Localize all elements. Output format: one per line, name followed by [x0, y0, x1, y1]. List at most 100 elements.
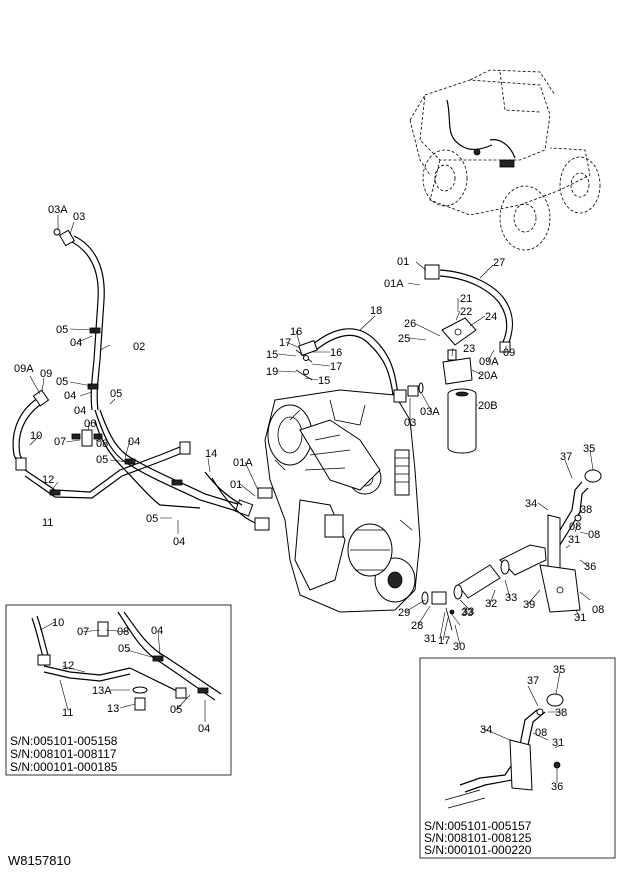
callout-20A: 20A: [478, 370, 498, 382]
hose-27: [424, 264, 514, 353]
loader-overview-illustration: [409, 69, 601, 251]
inset-right-serial-3: S/N:000101-000220: [424, 843, 532, 857]
callout-08: 08: [588, 529, 600, 541]
callout-09A: 09A: [14, 363, 34, 375]
callout-labels: 03A 03 05 04 02 09A 09 05 04 05 04 06 10…: [8, 204, 604, 868]
callout-05: 05: [56, 376, 68, 388]
callout-12: 12: [42, 474, 54, 486]
callout-11: 11: [42, 517, 53, 529]
inset-left-callout-13: 13: [107, 703, 119, 715]
callout-04: 04: [64, 390, 76, 402]
inset-left-callout-13A: 13A: [92, 685, 112, 697]
callout-27: 27: [493, 257, 505, 269]
callout-05: 05: [146, 513, 158, 525]
tube-11: [24, 441, 191, 499]
inset-left-serial-1: S/N:005101-005158: [10, 734, 118, 748]
inset-left-callout-10: 10: [52, 617, 64, 629]
callout-20B: 20B: [478, 400, 498, 412]
hose-32-33: [453, 544, 547, 600]
leader-lines: [29, 215, 594, 783]
callout-07: 07: [54, 436, 66, 448]
callout-31: 31: [574, 612, 586, 624]
callout-03: 03: [404, 417, 416, 429]
callout-05: 05: [110, 388, 122, 400]
callout-08: 08: [592, 604, 604, 616]
callout-36: 36: [584, 561, 596, 573]
callout-17: 17: [279, 337, 291, 349]
inset-right-serial-1: S/N:005101-005157: [424, 819, 532, 833]
callout-24: 24: [485, 311, 497, 323]
callout-39: 39: [523, 599, 535, 611]
callout-17: 17: [438, 635, 450, 647]
callout-25: 25: [398, 333, 410, 345]
inset-left-callout-12: 12: [62, 660, 74, 672]
callout-29: 29: [398, 607, 410, 619]
inset-left-callout-07: 07: [77, 626, 89, 638]
callout-04: 04: [173, 536, 185, 548]
inset-left-callout-05: 05: [170, 704, 182, 716]
callout-04: 04: [74, 405, 86, 417]
inset-right-callout-34: 34: [480, 724, 492, 736]
callout-10: 10: [30, 430, 42, 442]
inset-left-callout-05: 05: [118, 643, 130, 655]
callout-04: 04: [70, 337, 82, 349]
inset-right-callout-38: 38: [555, 707, 567, 719]
hose-02: [53, 228, 105, 411]
filter-head-20A: [442, 349, 473, 385]
clamp-06-07-08: [71, 429, 103, 447]
callout-01: 01: [397, 256, 409, 268]
inset-right-callout-36: 36: [551, 781, 563, 793]
callout-31: 31: [568, 534, 580, 546]
callout-01: 01: [230, 479, 242, 491]
transmission-assembly: [264, 389, 421, 613]
inset-left-callout-08: 08: [117, 626, 129, 638]
callout-03A-top: 03A: [48, 204, 68, 216]
callout-15: 15: [318, 375, 330, 387]
filter-element-20B: [447, 388, 477, 454]
filter-head-24: [441, 317, 477, 346]
callout-04: 04: [128, 436, 140, 448]
inset-right-serial-2: S/N:008101-008125: [424, 831, 532, 845]
callout-33: 33: [461, 607, 473, 619]
callout-33: 33: [462, 606, 474, 618]
callout-05: 05: [56, 324, 68, 336]
callout-26: 26: [404, 318, 416, 330]
callout-31: 31: [424, 633, 436, 645]
callout-01A: 01A: [384, 278, 404, 290]
callout-09: 09: [40, 368, 52, 380]
callout-21: 21: [460, 293, 472, 305]
hose-14: [204, 471, 273, 531]
drawing-code: W8157810: [8, 853, 71, 868]
callout-22: 22: [460, 306, 472, 318]
inset-left-callout-11: 11: [62, 707, 73, 719]
callout-09: 09: [503, 347, 515, 359]
callout-06: 06: [84, 418, 96, 430]
callout-03A: 03A: [420, 406, 440, 418]
callout-30: 30: [453, 641, 465, 653]
callout-08: 08: [569, 521, 581, 533]
hose-04-lower: [94, 409, 254, 517]
callout-37: 37: [560, 451, 572, 463]
hose-04-mid: [94, 419, 201, 509]
callout-09A: 09A: [479, 356, 499, 368]
callout-34: 34: [525, 498, 537, 510]
callout-16: 16: [290, 326, 302, 338]
callout-08: 08: [96, 438, 108, 450]
callout-28: 28: [411, 620, 423, 632]
fittings-03-03A-right: [407, 382, 424, 397]
bracket-39: [539, 564, 581, 613]
callout-03-top: 03: [73, 211, 85, 223]
inset-left-callout-04: 04: [151, 625, 163, 637]
callout-17: 17: [330, 361, 342, 373]
fitting-15-16-17-19: [295, 349, 313, 381]
callout-01A: 01A: [233, 457, 253, 469]
inset-right-callout-08: 08: [535, 727, 547, 739]
callout-32: 32: [485, 598, 497, 610]
callout-14: 14: [205, 448, 217, 460]
callout-15: 15: [266, 349, 278, 361]
inset-left-serial-2: S/N:008101-008117: [10, 747, 117, 761]
inset-right-callout-35: 35: [553, 664, 565, 676]
callout-19: 19: [266, 366, 278, 378]
